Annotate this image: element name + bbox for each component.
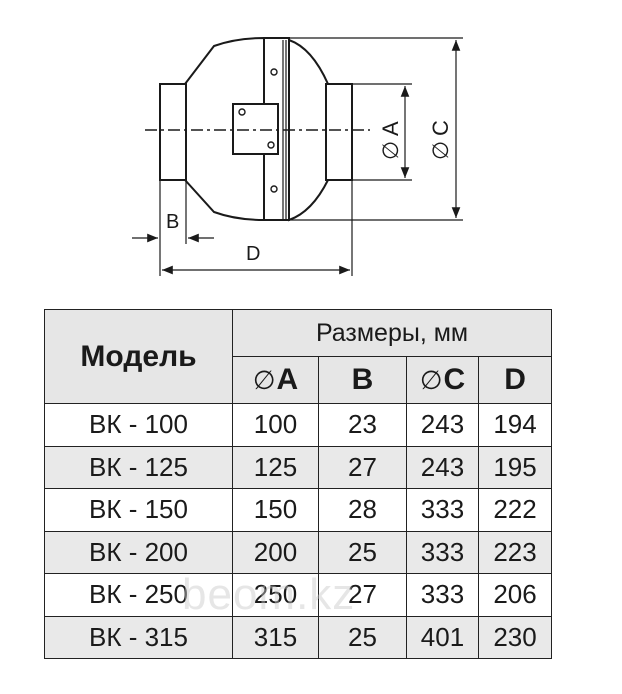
cell-d: 194 bbox=[477, 403, 553, 447]
cell-model: ВК - 100 bbox=[44, 403, 233, 447]
table-row: ВК - 100 100 23 243 194 bbox=[44, 403, 553, 447]
cell-a: 100 bbox=[232, 403, 319, 447]
cell-b: 25 bbox=[318, 615, 407, 659]
cell-b: 28 bbox=[318, 488, 407, 532]
cell-c: 333 bbox=[406, 530, 479, 574]
cell-a: 150 bbox=[232, 488, 319, 532]
fan-body bbox=[159, 36, 353, 222]
table-row: ВК - 250 250 27 333 206 bbox=[44, 573, 553, 617]
cell-model: ВК - 125 bbox=[44, 445, 233, 489]
cell-b: 27 bbox=[318, 445, 407, 489]
label-a: A bbox=[378, 121, 403, 136]
cell-model: ВК - 250 bbox=[44, 573, 233, 617]
table-row: ВК - 125 125 27 243 195 bbox=[44, 445, 553, 489]
cell-b: 25 bbox=[318, 530, 407, 574]
dimension-a bbox=[352, 83, 412, 181]
label-c: C bbox=[428, 120, 453, 136]
table-row: ВК - 315 315 25 401 230 bbox=[44, 615, 553, 659]
cell-model: ВК - 200 bbox=[44, 530, 233, 574]
label-d: D bbox=[246, 243, 260, 265]
cell-c: 401 bbox=[406, 615, 479, 659]
cell-model: ВК - 150 bbox=[44, 488, 233, 532]
label-diameter-a-symbol: ∅ bbox=[378, 141, 403, 160]
table-row: ВК - 200 200 25 333 223 bbox=[44, 530, 553, 574]
cell-c: 243 bbox=[406, 403, 479, 447]
table-row: ВК - 150 150 28 333 222 bbox=[44, 488, 553, 532]
cell-d: 206 bbox=[477, 573, 553, 617]
dimension-b bbox=[132, 180, 214, 276]
dimensions-table: Модель Размеры, мм ∅A B ∅C D ВК - 100 10… bbox=[44, 309, 553, 659]
cell-b: 27 bbox=[318, 573, 407, 617]
cell-a: 250 bbox=[232, 573, 319, 617]
header-sizes: Размеры, мм bbox=[231, 309, 553, 357]
cell-b: 23 bbox=[318, 403, 407, 447]
cell-c: 333 bbox=[406, 488, 479, 532]
cell-a: 125 bbox=[232, 445, 319, 489]
cell-d: 230 bbox=[477, 615, 553, 659]
cell-a: 315 bbox=[232, 615, 319, 659]
header-col-d: D bbox=[477, 356, 553, 404]
cell-model: ВК - 315 bbox=[44, 615, 233, 659]
dimension-c bbox=[289, 37, 463, 221]
fan-dimension-drawing: B D ∅ A ∅ C bbox=[132, 36, 463, 276]
cell-d: 195 bbox=[477, 445, 553, 489]
header-col-a: ∅A bbox=[232, 356, 319, 404]
dimension-d bbox=[162, 180, 353, 276]
cell-d: 223 bbox=[477, 530, 553, 574]
label-b: B bbox=[166, 211, 179, 233]
cell-c: 243 bbox=[406, 445, 479, 489]
header-col-b: B bbox=[318, 356, 407, 404]
header-model: Модель bbox=[44, 309, 233, 404]
cell-a: 200 bbox=[232, 530, 319, 574]
label-diameter-c-symbol: ∅ bbox=[428, 141, 453, 160]
header-col-c: ∅C bbox=[406, 356, 479, 404]
cell-c: 333 bbox=[406, 573, 479, 617]
cell-d: 222 bbox=[477, 488, 553, 532]
